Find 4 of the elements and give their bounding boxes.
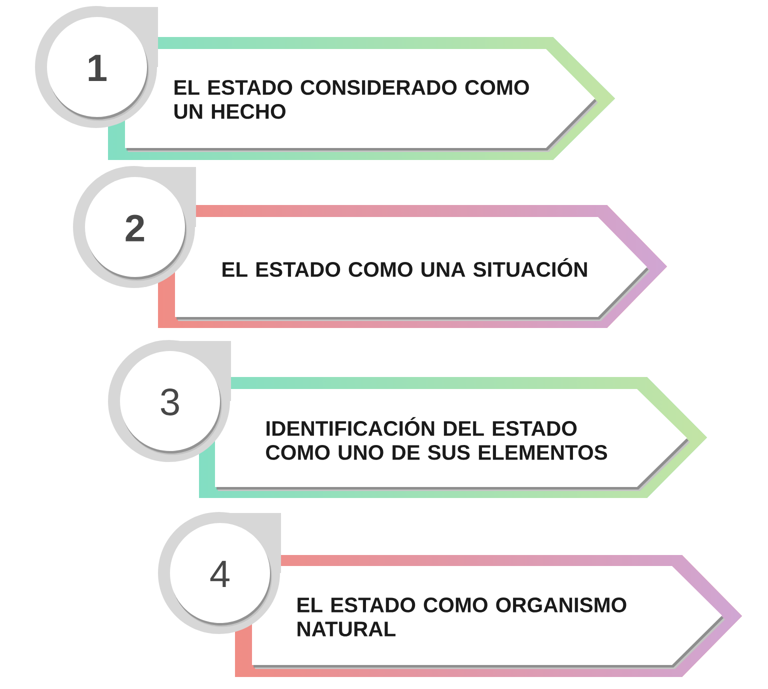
arrow-banner: EL ESTADO COMO UNA SITUACIÓN (158, 204, 667, 328)
arrow-banner: IDENTIFICACIÓN DEL ESTADO COMO UNO DE SUS ELEMENTOS (199, 376, 707, 498)
arrow-banner: EL ESTADO CONSIDERADO COMO UN HECHO (108, 37, 615, 160)
arrow-banner: EL ESTADO COMO ORGANISMO NATURAL (235, 554, 742, 677)
